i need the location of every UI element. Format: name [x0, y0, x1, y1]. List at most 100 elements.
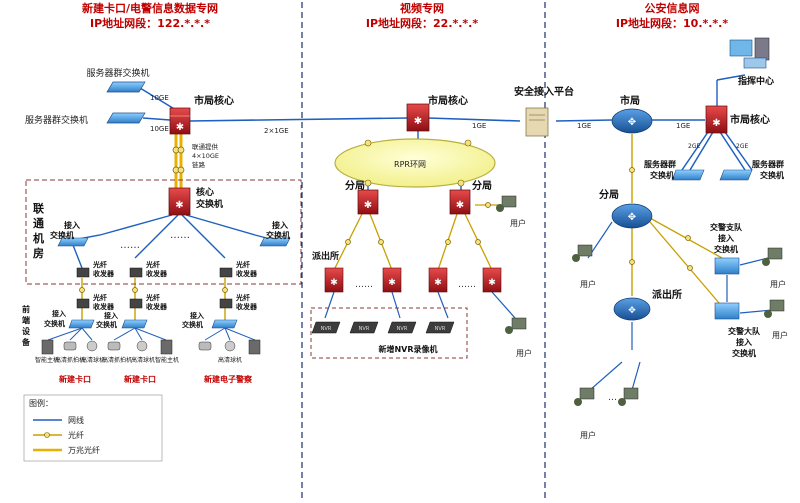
- right-core-switch: ✱ 市局核心: [705, 105, 770, 134]
- svg-text:接入: 接入: [190, 311, 204, 320]
- svg-text:新建卡口: 新建卡口: [59, 374, 91, 384]
- svg-text:NVR: NVR: [435, 326, 446, 332]
- svg-text:新建电子警察: 新建电子警察: [204, 374, 253, 384]
- svg-text:NVR: NVR: [397, 326, 408, 332]
- group-labels: 新建卡口 新建卡口 新建电子警察: [59, 374, 253, 384]
- camera-icon: [107, 341, 121, 351]
- user-branch-left: 用户: [572, 244, 596, 289]
- svg-text:服务器群交换机: 服务器群交换机: [25, 114, 88, 126]
- svg-text:交换机: 交换机: [44, 319, 65, 328]
- svg-text:接入: 接入: [718, 233, 734, 243]
- svg-text:用户: 用户: [772, 330, 788, 340]
- computer-user-icon: [623, 387, 639, 400]
- svg-text:接入: 接入: [272, 220, 288, 230]
- svg-text:智能主机: 智能主机: [155, 356, 179, 364]
- nvr-devices: NVR NVR NVR NVR: [311, 321, 455, 334]
- frontend-devices: [41, 339, 261, 355]
- svg-text:市局核心: 市局核心: [730, 113, 770, 126]
- right-server-switch-b: 服务器群 交换机: [719, 159, 784, 181]
- svg-text:房: 房: [33, 246, 44, 260]
- svg-text:交换机: 交换机: [714, 244, 738, 254]
- ellipsis-4: ……: [458, 280, 476, 290]
- svg-text:高清抓拍机: 高清抓拍机: [102, 356, 132, 364]
- host-icon: [160, 339, 173, 355]
- svg-text:接入: 接入: [64, 220, 80, 230]
- svg-text:接入: 接入: [736, 337, 752, 347]
- transceivers-row: 光纤 收发器 光纤 收发器 光纤 收发器: [76, 260, 258, 278]
- camera-icon: [63, 341, 77, 351]
- host-icon: [248, 339, 261, 355]
- user-traffic-branch: 用户: [762, 247, 786, 289]
- svg-text:链路: 链路: [192, 160, 206, 169]
- frontend-access-switches: 接入 交换机 接入 交换机 接入 交换机: [44, 309, 238, 329]
- middle-core-label: 市局核心: [428, 94, 468, 107]
- svg-text:NVR: NVR: [321, 326, 332, 332]
- computer-user-icon: [579, 387, 595, 400]
- monitor-icon: [729, 39, 753, 57]
- user-station-a: [574, 387, 595, 406]
- server-switch-1: 服务器群交换机: [86, 67, 150, 93]
- server-switch-2: 服务器群交换机: [25, 112, 146, 126]
- ellipsis-2: ……: [170, 230, 190, 241]
- device-labels: 智能主机 高清抓拍机 高清球机 高清抓拍机 高清球机 智能主机 高清球机: [35, 356, 242, 364]
- middle-ip: IP地址网段：22.*.*.*: [366, 16, 479, 30]
- svg-text:✱: ✱: [456, 200, 464, 211]
- left-title: 新建卡口/电警信息数据专网: [82, 1, 218, 15]
- svg-text:✱: ✱: [175, 200, 183, 211]
- svg-text:收发器: 收发器: [93, 269, 115, 278]
- middle-stations: ✱ ✱ ✱ ✱: [324, 267, 502, 293]
- legend-item-10g: 万兆光纤: [68, 445, 100, 455]
- svg-text:收发器: 收发器: [93, 302, 115, 311]
- svg-text:交换机: 交换机: [732, 348, 756, 358]
- svg-text:光纤: 光纤: [145, 260, 160, 269]
- svg-text:安全接入平台: 安全接入平台: [514, 85, 574, 98]
- svg-text:交换机: 交换机: [96, 320, 117, 329]
- svg-text:分局: 分局: [345, 179, 365, 192]
- svg-text:✥: ✥: [628, 306, 636, 316]
- server-icon: [525, 107, 549, 137]
- svg-text:用户: 用户: [516, 348, 532, 358]
- svg-text:✱: ✱: [414, 116, 422, 127]
- core-switch-star-icon: ✱: [176, 122, 184, 133]
- svg-text:备: 备: [21, 337, 31, 347]
- middle-user-bottom: 用户: [505, 317, 532, 358]
- svg-text:✱: ✱: [712, 118, 720, 129]
- traffic-team-switch: 交警大队 接入 交换机: [714, 302, 761, 358]
- legend: 图例： 网线 光纤 万兆光纤: [23, 394, 163, 462]
- security-access-platform: 安全接入平台: [514, 85, 574, 137]
- dome-camera-icon: [224, 340, 236, 352]
- svg-text:NVR: NVR: [359, 326, 370, 332]
- svg-text:交警支队: 交警支队: [710, 222, 743, 232]
- ellipsis-3: ……: [355, 280, 373, 290]
- svg-text:核心: 核心: [196, 186, 214, 198]
- svg-text:交换机: 交换机: [196, 198, 223, 210]
- rpr-ring-label: RPR环网: [394, 160, 426, 169]
- host-icon: [41, 339, 54, 355]
- link-1ge-c: 1GE: [676, 122, 690, 130]
- middle-station-label: 派出所: [312, 250, 339, 262]
- svg-text:分局: 分局: [599, 188, 619, 201]
- right-title: 公安信息网: [645, 1, 700, 15]
- svg-text:服务器群交换机: 服务器群交换机: [86, 67, 149, 79]
- svg-text:收发器: 收发器: [236, 269, 258, 278]
- svg-text:机: 机: [33, 231, 44, 245]
- unicom-room-box: [25, 179, 302, 285]
- svg-text:光纤: 光纤: [235, 260, 250, 269]
- svg-text:交换机: 交换机: [266, 230, 290, 240]
- svg-text:✥: ✥: [628, 212, 636, 223]
- rpr-ring: RPR环网: [334, 138, 496, 188]
- right-users: 用户 用户 用户 用户: [572, 244, 788, 440]
- svg-text:✱: ✱: [330, 278, 338, 288]
- unicom-line-label: 联通提供 4×10GE 链路: [192, 142, 219, 169]
- link-2x1ge: 2×1GE: [264, 127, 289, 135]
- svg-text:服务器群: 服务器群: [644, 159, 676, 169]
- city-router: ✥ 市局: [611, 94, 653, 134]
- middle-branch-right: ✱ 分局: [449, 179, 492, 215]
- user-traffic-team: 用户: [764, 299, 788, 340]
- svg-text:派出所: 派出所: [652, 288, 682, 301]
- dome-camera-icon: [86, 340, 98, 352]
- server-icon: [754, 37, 770, 61]
- middle-core-switch: ✱ 市局核心: [406, 94, 468, 132]
- svg-text:收发器: 收发器: [146, 302, 168, 311]
- svg-text:交换机: 交换机: [182, 320, 203, 329]
